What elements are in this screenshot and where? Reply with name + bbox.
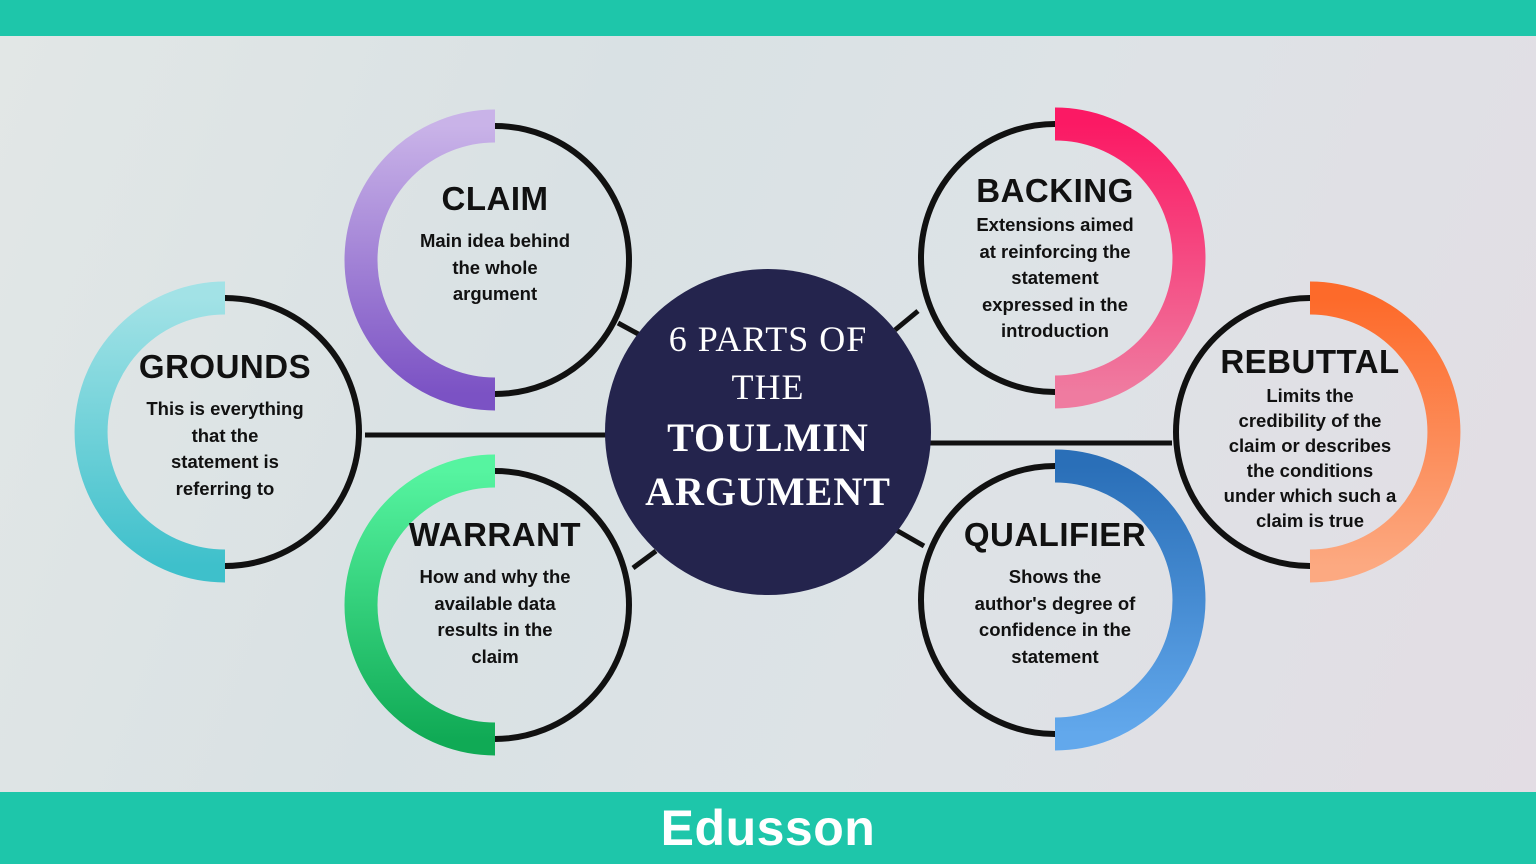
node-title-grounds: GROUNDS bbox=[138, 348, 312, 385]
center-title-line-2: THE bbox=[731, 367, 805, 407]
node-title-rebuttal: REBUTTAL bbox=[1220, 343, 1400, 380]
node-desc-line: Limits the bbox=[1266, 385, 1354, 406]
node-arc-warrant bbox=[344, 454, 496, 756]
node-desc-line: statement is bbox=[171, 451, 279, 472]
node-desc-grounds: This is everything that the statement is re… bbox=[115, 396, 335, 502]
connector-qualifier bbox=[894, 527, 926, 549]
node-title-warrant: WARRANT bbox=[408, 516, 582, 553]
node-desc-line: claim bbox=[471, 645, 519, 667]
node-desc-line: How and why the bbox=[419, 566, 571, 587]
center-title-line-1: 6 PARTS OF bbox=[668, 319, 868, 359]
node-desc-line: available data bbox=[434, 592, 556, 614]
node-desc-line: confidence in the bbox=[978, 619, 1132, 640]
node-title-backing: BACKING bbox=[976, 172, 1134, 209]
center-title-line-4: ARGUMENT bbox=[645, 469, 891, 514]
node-desc-backing: Extensions aimed at reinforcing the statem… bbox=[945, 212, 1165, 345]
node-desc-line: at reinforcing the bbox=[979, 240, 1131, 262]
center-circle bbox=[605, 269, 931, 595]
node-desc-line: referring to bbox=[175, 477, 275, 499]
node-grounds: GROUNDS This is everything that the stateme… bbox=[115, 348, 335, 502]
node-arc-backing bbox=[1054, 107, 1206, 409]
node-arc-rebuttal bbox=[1309, 281, 1461, 583]
top-band bbox=[0, 0, 1536, 36]
node-desc-line: claim is true bbox=[1256, 510, 1364, 531]
node-arc-qualifier bbox=[1054, 449, 1206, 751]
footer-band: Edusson bbox=[0, 792, 1536, 864]
node-rebuttal: REBUTTAL Limits the credibility of the clai… bbox=[1200, 343, 1420, 533]
node-desc-line: the whole bbox=[452, 256, 538, 278]
node-desc-line: results in the bbox=[437, 619, 553, 640]
node-qualifier: QUALIFIER Shows the author's degree of conf… bbox=[945, 516, 1165, 670]
connector-claim bbox=[616, 320, 642, 338]
node-arc-grounds bbox=[74, 281, 226, 583]
node-desc-line: introduction bbox=[1001, 320, 1109, 341]
node-desc-line: Shows the bbox=[1008, 566, 1102, 587]
node-desc-line: credibility of the bbox=[1238, 410, 1382, 431]
node-desc-line: statement bbox=[1011, 267, 1099, 288]
node-desc-line: author's degree of bbox=[974, 592, 1136, 614]
node-desc-rebuttal: Limits the credibility of the claim or des… bbox=[1200, 383, 1420, 533]
node-desc-line: claim or describes bbox=[1228, 435, 1392, 456]
brand-logo: Edusson bbox=[660, 800, 876, 856]
node-desc-line: Extensions aimed bbox=[976, 214, 1134, 235]
node-title-claim: CLAIM bbox=[441, 180, 549, 217]
node-arc-claim bbox=[344, 109, 496, 411]
node-desc-line: expressed in the bbox=[981, 293, 1128, 315]
node-desc-line: Main idea behind bbox=[419, 230, 571, 251]
node-warrant: WARRANT How and why the available data resu… bbox=[385, 516, 605, 670]
node-desc-line: that the bbox=[191, 424, 259, 446]
connector-warrant bbox=[631, 548, 658, 571]
connector-backing bbox=[893, 309, 920, 332]
node-desc-line: argument bbox=[452, 283, 538, 304]
node-desc-line: statement bbox=[1011, 645, 1099, 667]
node-desc-line: under which such a bbox=[1223, 485, 1397, 506]
node-desc-claim: Main idea behind the whole argument bbox=[385, 228, 605, 308]
center-title-line-3: TOULMIN bbox=[667, 415, 869, 460]
node-desc-warrant: How and why the available data results in … bbox=[385, 564, 605, 670]
node-title-qualifier: QUALIFIER bbox=[963, 516, 1147, 553]
node-backing: BACKING Extensions aimed at reinforcing th… bbox=[945, 172, 1165, 345]
node-desc-line: the conditions bbox=[1246, 460, 1374, 481]
node-desc-qualifier: Shows the author's degree of confidence in… bbox=[945, 564, 1165, 670]
node-desc-line: This is everything bbox=[146, 398, 304, 419]
node-claim: CLAIM Main idea behind the whole argument bbox=[385, 180, 605, 308]
center-title: 6 PARTS OF THE TOULMIN ARGUMENT bbox=[618, 315, 918, 519]
